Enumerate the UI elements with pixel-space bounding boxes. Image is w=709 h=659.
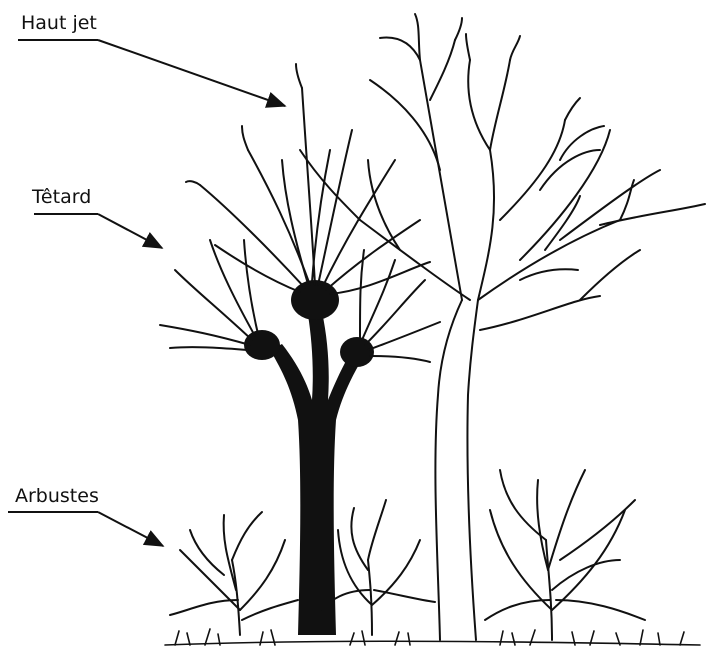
shrub-left: [170, 512, 298, 635]
shrub-middle: [322, 500, 435, 635]
callout-haut-jet: [18, 40, 285, 106]
ground-grass: [165, 629, 700, 645]
callout-tetard: [34, 214, 162, 248]
shrub-right: [485, 470, 645, 640]
callout-arbustes: [8, 512, 163, 546]
